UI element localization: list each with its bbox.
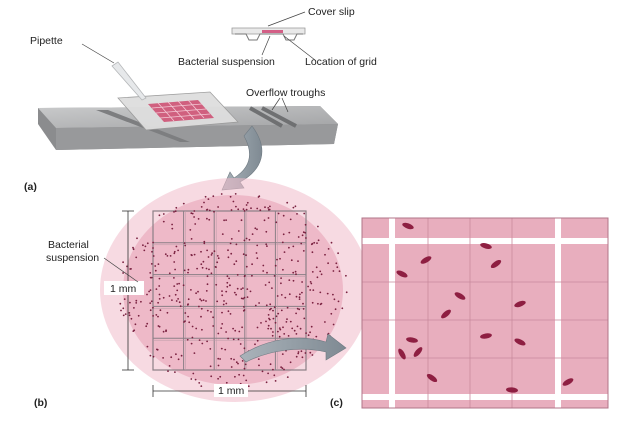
panel-a: Pipette Cover slip Bacterial suspension … [24,6,377,193]
cover-slip-inset [231,11,316,61]
label-1mm-horizontal: 1 mm [218,385,245,397]
label-cover-slip: Cover slip [308,6,355,18]
label-1mm-vertical: 1 mm [110,283,137,295]
panel-b: 1 mm 1 mm Bacterial suspension (b) [34,178,370,409]
bacteria-cells-c [396,222,574,393]
grid-location-mark [262,30,283,33]
grid-c-magnified [361,217,609,409]
label-bacterial-b-2: suspension [46,252,99,264]
arrow-b-to-c [239,333,347,363]
panel-c: (c) [330,217,609,409]
counting-chamber-slide [38,91,338,150]
label-location-of-grid: Location of grid [305,56,377,68]
label-bacterial-b-1: Bacterial [48,239,89,251]
panel-label-a: (a) [24,181,37,193]
label-overflow-troughs: Overflow troughs [246,87,325,99]
panel-label-b: (b) [34,397,47,409]
pipette [81,43,147,101]
label-pipette: Pipette [30,35,63,47]
label-bacterial-suspension-top: Bacterial suspension [178,56,275,68]
panel-label-c: (c) [330,397,343,409]
